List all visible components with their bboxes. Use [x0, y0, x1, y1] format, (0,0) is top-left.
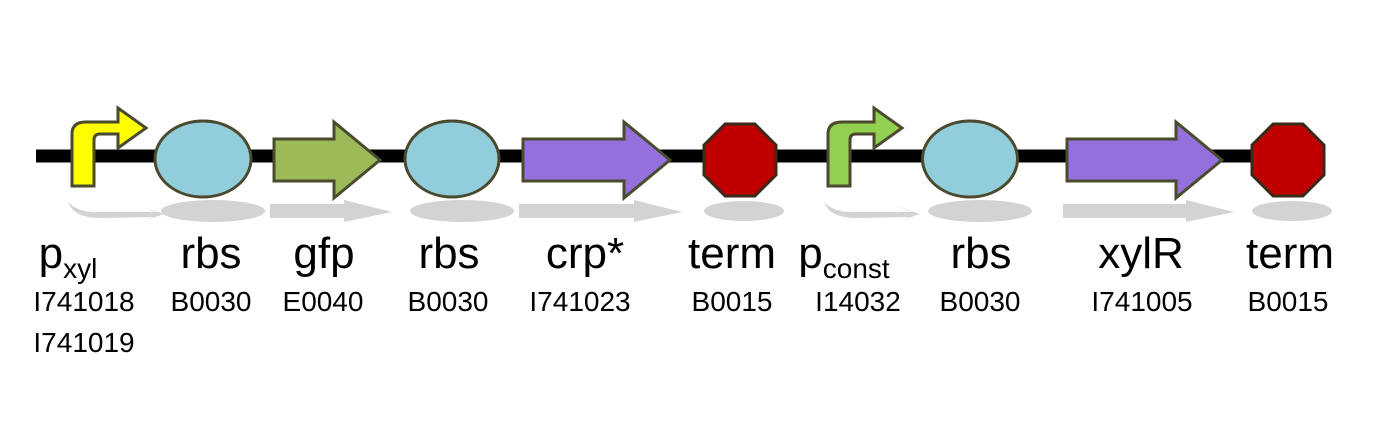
part-id: I741005 [1091, 286, 1192, 317]
promoter-shadow [68, 202, 164, 222]
part-label: rbs [418, 229, 479, 278]
cds-shadow [1063, 200, 1234, 222]
part-glyphs [70, 105, 1326, 202]
promoter-arrow-icon [826, 105, 905, 188]
cds-shadow [519, 200, 682, 222]
rbs-shadow [161, 200, 265, 222]
part-label: crp* [546, 229, 624, 278]
rbs-shadow [928, 200, 1032, 222]
part-id: I14032 [815, 286, 901, 317]
part-id: B0015 [692, 286, 773, 317]
rbs-oval-icon [403, 119, 501, 199]
part-label: gfp [293, 229, 354, 278]
part-id: B0030 [171, 286, 252, 317]
promoter-shadow [824, 202, 920, 222]
part-id: B0015 [1248, 286, 1329, 317]
terminator-octagon-icon [1250, 122, 1326, 198]
part-shadows [68, 200, 1332, 222]
cds-arrow-icon [521, 118, 673, 202]
rbs-oval-icon [921, 119, 1019, 199]
cds-shadow [270, 200, 392, 222]
rbs-shadow [410, 200, 514, 222]
part-label: term [688, 229, 776, 278]
part-id: I741019 [33, 327, 134, 358]
part-label: pconst [798, 229, 890, 284]
promoter-arrow-icon [70, 105, 149, 188]
cds-arrow-icon [1065, 118, 1225, 202]
part-label: term [1246, 229, 1334, 278]
rbs-oval-icon [153, 119, 253, 199]
part-label: xylR [1098, 229, 1184, 278]
terminator-shadow [704, 201, 784, 221]
terminator-octagon-icon [702, 122, 778, 198]
cds-arrow-icon [272, 118, 383, 202]
part-id: I741018 [33, 286, 134, 317]
part-id: I741023 [529, 286, 630, 317]
part-id: B0030 [408, 286, 489, 317]
terminator-shadow [1252, 201, 1332, 221]
part-label: rbs [180, 229, 241, 278]
part-label: rbs [950, 229, 1011, 278]
part-label: pxyl [39, 229, 98, 284]
part-id: B0030 [940, 286, 1021, 317]
part-id: E0040 [283, 286, 364, 317]
